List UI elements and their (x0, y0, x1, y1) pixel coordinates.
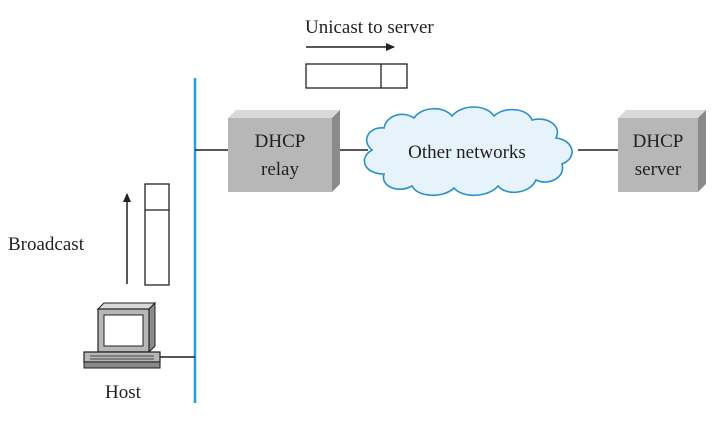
server-label-line1: DHCP (633, 131, 684, 152)
unicast-packet (305, 63, 408, 89)
relay-label-line2: relay (261, 159, 299, 180)
relay-label-line1: DHCP (255, 131, 306, 152)
laptop-icon (83, 301, 161, 369)
unicast-label: Unicast to server (305, 17, 434, 38)
server-label-line2: server (635, 159, 682, 180)
host-label: Host (105, 382, 142, 403)
cloud-label: Other networks (408, 142, 526, 163)
broadcast-packet (144, 183, 170, 286)
dhcp-relay-box: DHCP relay (228, 110, 340, 192)
other-networks-cloud: Other networks (363, 106, 573, 197)
broadcast-label: Broadcast (8, 234, 85, 255)
dhcp-server-box: DHCP server (618, 110, 706, 192)
